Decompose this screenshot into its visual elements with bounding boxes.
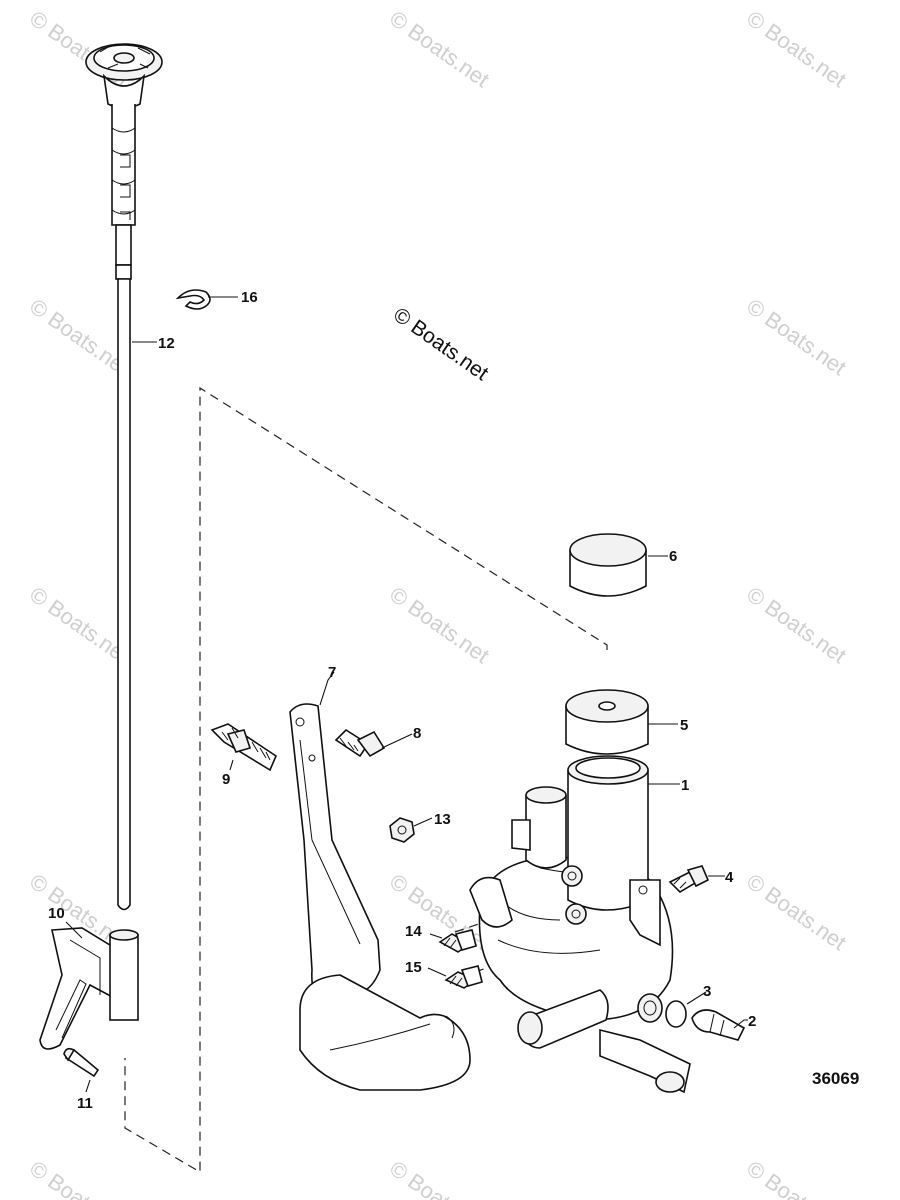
callout-3: 3 (703, 983, 711, 1000)
callout-16: 16 (241, 289, 258, 306)
callout-12: 12 (158, 335, 175, 352)
thermostat-part (565, 689, 649, 755)
tube-bracket-part (39, 927, 139, 1050)
watermark: © Boats.net (25, 1156, 134, 1200)
fitting-part (438, 929, 477, 953)
callout-11: 11 (77, 1095, 93, 1112)
fitting-part (444, 965, 483, 989)
o-ring-part (665, 1000, 687, 1028)
callout-1: 1 (681, 777, 689, 794)
retaining-ring-part (175, 289, 211, 310)
figure-number: 36069 (812, 1069, 859, 1088)
callout-15: 15 (405, 959, 422, 976)
callout-7: 7 (328, 664, 336, 681)
callout-9: 9 (222, 771, 230, 788)
watermark: © Boats.net (742, 582, 851, 669)
callout-14: 14 (405, 923, 422, 940)
watermark: © Boats.net (385, 582, 494, 669)
seal-cap-part (569, 533, 647, 597)
housing-bolt-part (668, 865, 710, 894)
callout-2: 2 (748, 1013, 756, 1030)
watermark: © Boats.net (385, 6, 494, 93)
callout-10: 10 (48, 905, 65, 922)
hex-nut-part (389, 817, 415, 843)
callout-labels: 1 2 3 4 5 6 7 8 9 10 11 12 13 14 15 16 (48, 289, 756, 1112)
watermark: © Boats.net (385, 1156, 494, 1200)
watermark: © Boats.net (742, 6, 851, 93)
stud-part (210, 723, 277, 772)
dipstick-tube-part (85, 43, 163, 911)
hex-bolt-part (334, 728, 386, 758)
callout-6: 6 (669, 548, 677, 565)
drain-plug-part (691, 1009, 746, 1041)
center-watermark: © Boats.net (389, 303, 492, 385)
callout-13: 13 (434, 811, 451, 828)
callout-8: 8 (413, 725, 421, 742)
watermark: © Boats.net (742, 869, 851, 956)
bracket-screw-part (63, 1047, 100, 1078)
watermark: © Boats.net (742, 1156, 851, 1200)
leader-lines (65, 296, 748, 1093)
callout-5: 5 (680, 717, 688, 734)
thermostat-housing-part (299, 755, 691, 1094)
nut-hole (397, 825, 407, 835)
watermark: © Boats.net (742, 294, 851, 381)
callout-4: 4 (725, 869, 734, 886)
